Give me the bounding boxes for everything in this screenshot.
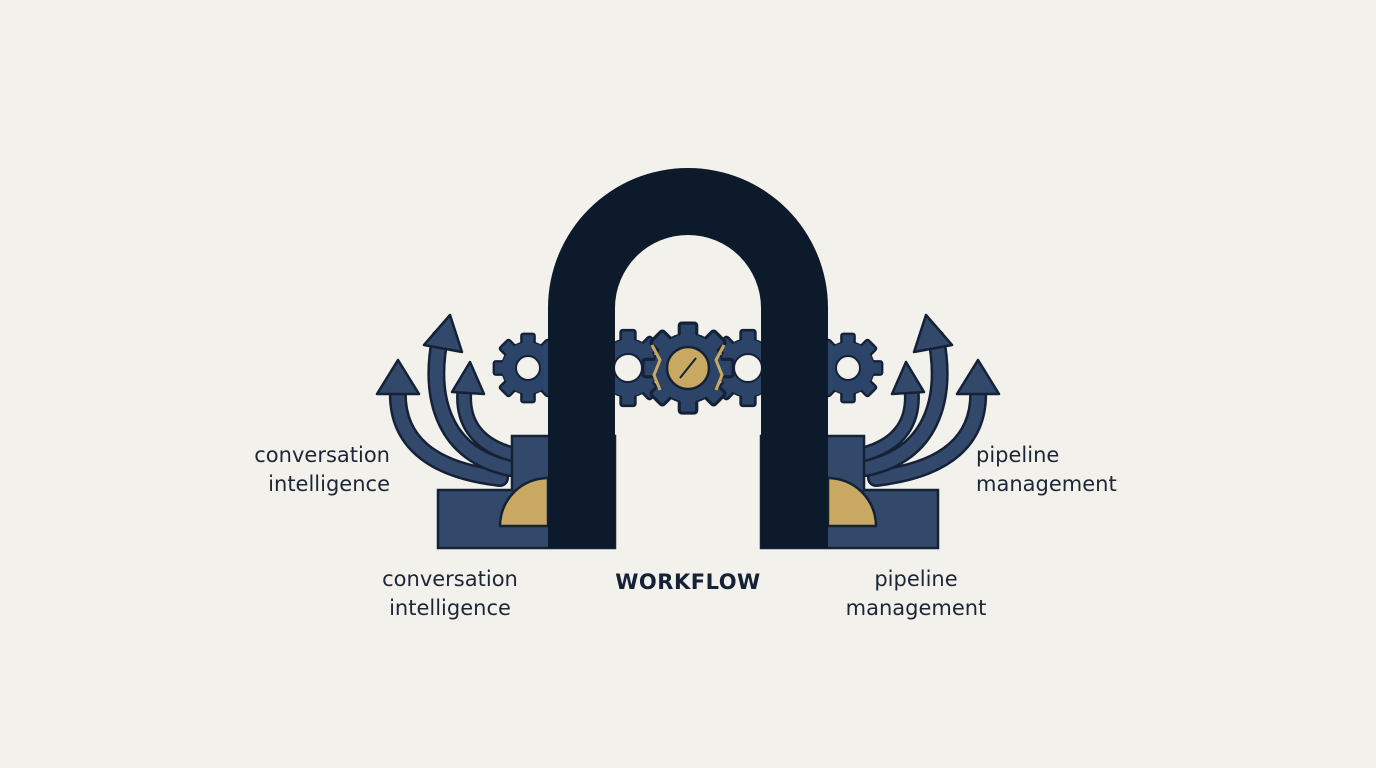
arrow-up-icon — [375, 313, 486, 396]
gear-row — [492, 321, 884, 415]
left-lower-label-line2: intelligence — [389, 596, 511, 620]
quarter-circle-icon — [498, 476, 550, 528]
right-lower-label-line1: pipeline — [874, 567, 958, 591]
left-arrows — [388, 329, 523, 487]
right-arrows — [853, 329, 988, 487]
center-title: WORKFLOW — [615, 570, 761, 594]
right-lower-label: pipeline management — [836, 565, 996, 623]
left-outer-label-line1: conversation — [254, 443, 390, 467]
quarter-circle-icon — [826, 476, 878, 528]
left-outer-label: conversation intelligence — [230, 441, 390, 499]
left-lower-label-line1: conversation — [382, 567, 518, 591]
left-outer-label-line2: intelligence — [268, 472, 390, 496]
right-lower-label-line2: management — [845, 596, 987, 620]
arrow-up-icon — [890, 313, 1001, 396]
arch-shape — [548, 168, 828, 548]
right-outer-label: pipeline management — [976, 441, 1146, 499]
right-outer-label-line2: management — [976, 472, 1117, 496]
right-outer-label-line1: pipeline — [976, 443, 1060, 467]
left-lower-label: conversation intelligence — [370, 565, 530, 623]
